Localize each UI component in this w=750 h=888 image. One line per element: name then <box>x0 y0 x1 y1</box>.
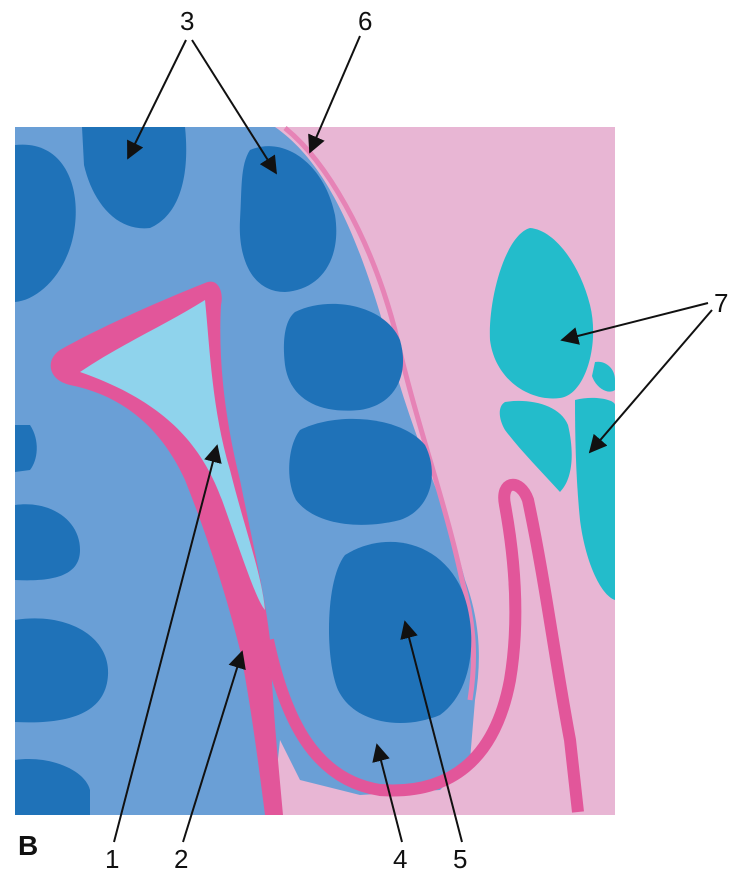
callout-6: 6 <box>358 6 372 36</box>
callout-3: 3 <box>180 6 194 36</box>
callout-5: 5 <box>453 844 467 874</box>
callout-7: 7 <box>714 288 728 318</box>
callout-2: 2 <box>174 844 188 874</box>
callout-1: 1 <box>105 844 119 874</box>
panel-label: B <box>18 830 38 861</box>
callout-4: 4 <box>393 844 407 874</box>
follicle <box>289 419 432 525</box>
